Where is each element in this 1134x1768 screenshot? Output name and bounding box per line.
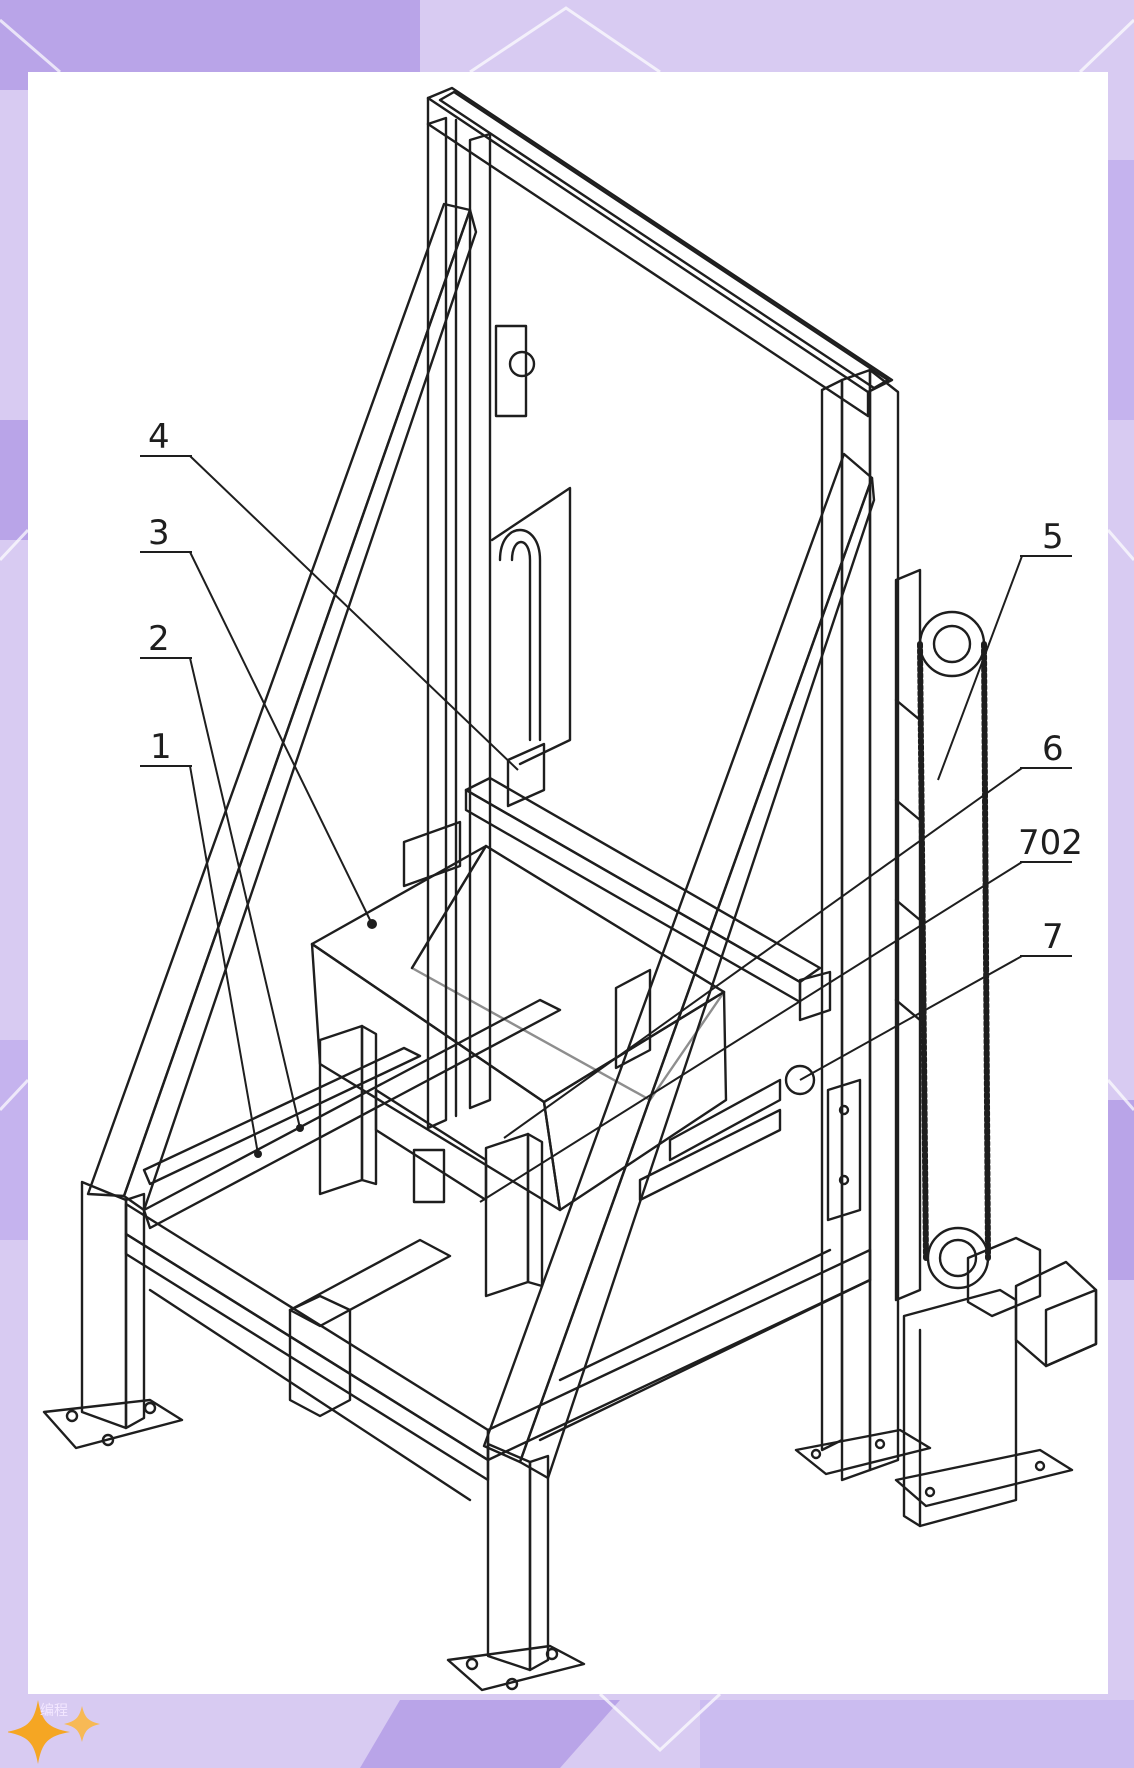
watermark-text: 编程 <box>40 1703 68 1719</box>
callout-6: 6 <box>1042 729 1064 769</box>
cable-guide <box>490 324 572 808</box>
chain-drive <box>894 568 991 1302</box>
rear-right-column <box>820 368 900 1482</box>
callout-2: 2 <box>148 619 170 659</box>
top-gantry-beam <box>426 86 894 418</box>
sparkle-logo-icon <box>8 1700 100 1764</box>
lift-crossbar <box>402 776 822 1004</box>
callout-702: 702 <box>1018 823 1083 863</box>
clamp-blocks <box>318 970 862 1298</box>
callout-5: 5 <box>1042 517 1064 557</box>
callout-leaders <box>140 455 1072 1203</box>
base-frame <box>124 998 872 1502</box>
callout-1: 1 <box>150 727 172 767</box>
callout-7: 7 <box>1042 917 1064 957</box>
front-left-post <box>42 1180 184 1450</box>
mechanism-lines <box>42 86 1098 1692</box>
right-diagonal-brace <box>482 452 876 1480</box>
callout-4: 4 <box>148 417 170 457</box>
hopper-bucket <box>310 844 728 1212</box>
callout-dots <box>254 919 377 1158</box>
drawing-sheet <box>28 72 1108 1694</box>
rear-left-column <box>426 116 492 1130</box>
front-right-post <box>446 1442 586 1692</box>
left-diagonal-brace <box>86 202 478 1212</box>
motor-assembly <box>794 1236 1098 1528</box>
callout-3: 3 <box>148 513 170 553</box>
